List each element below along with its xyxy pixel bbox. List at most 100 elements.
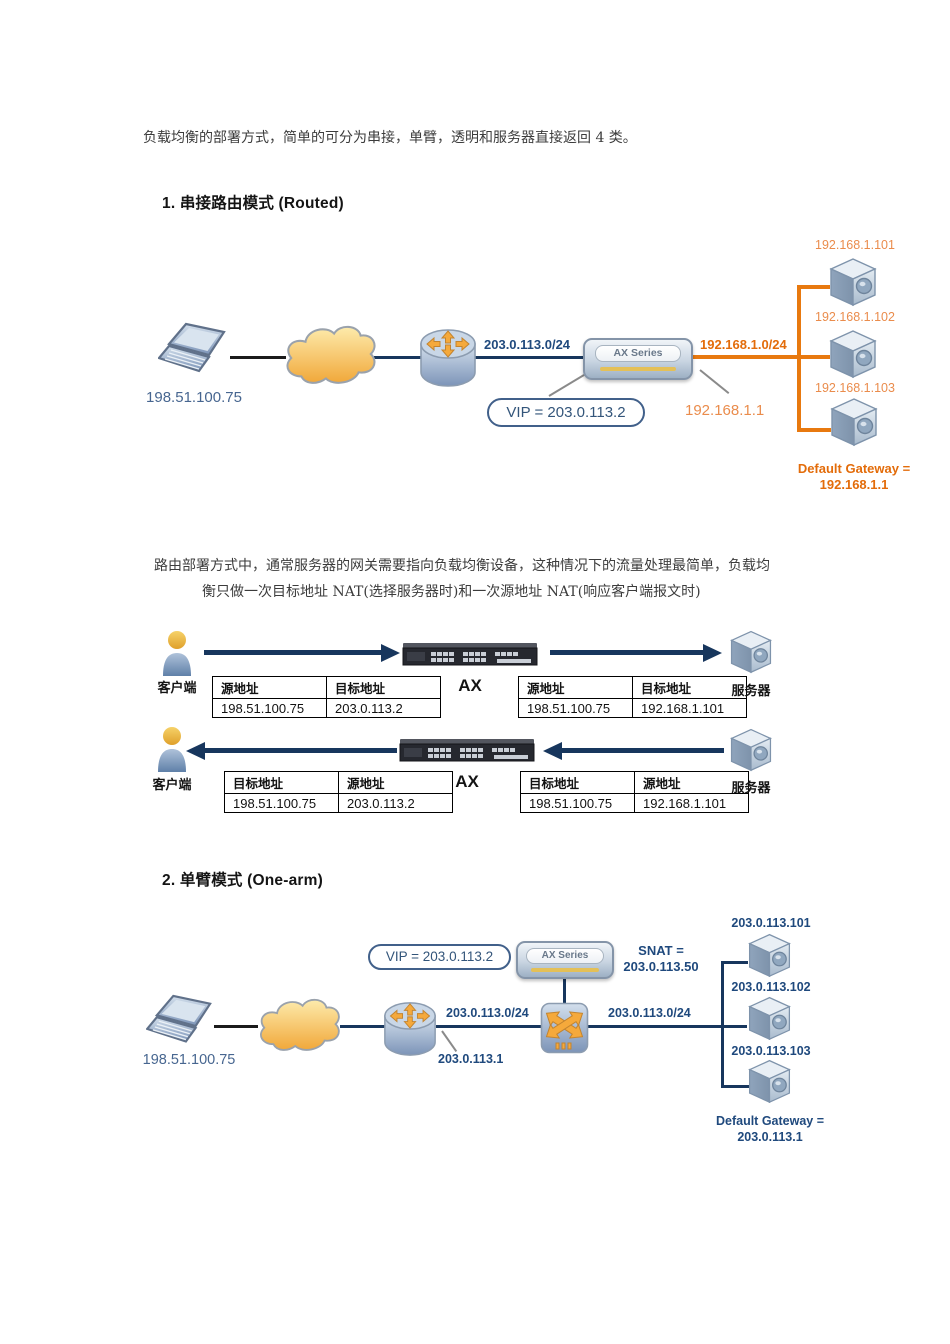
response-right-table: 目标地址 源地址 198.51.100.75 192.168.1.101 (520, 771, 749, 813)
routed-paragraph-line1: 路由部署方式中，通常服务器的网关需要指向负载均衡设备，这种情况下的流量处理最简单… (154, 558, 770, 574)
ax-series-label: AX Series (594, 345, 682, 362)
ax-rack-switch-icon (399, 739, 535, 762)
server1-icon (748, 933, 791, 978)
stub-server1 (797, 285, 830, 289)
server1-ip-label: 192.168.1.101 (815, 238, 895, 252)
intro-paragraph: 负载均衡的部署方式，简单的可分为串接，单臂，透明和服务器直接返回 4 类。 (143, 130, 637, 146)
ax-rack-switch-icon (402, 643, 538, 666)
request-right-table: 源地址 目标地址 198.51.100.75 192.168.1.101 (518, 676, 747, 718)
vip-callout: VIP = 203.0.113.2 (487, 398, 645, 427)
ax-device-label: AX (458, 676, 482, 695)
vip-pointer-line (548, 372, 587, 397)
server-role-label: 服务器 (731, 780, 771, 795)
link-switch-servers (587, 1025, 747, 1028)
router-icon (384, 1002, 436, 1056)
table-value-cell: 198.51.100.75 (212, 698, 327, 718)
ax-series-label: AX Series (526, 948, 604, 964)
routed-default-gateway-line1: Default Gateway = (797, 461, 911, 476)
link-ax-switch (563, 979, 566, 1006)
server1-ip-label: 203.0.113.101 (731, 916, 811, 930)
server-trunk-line (721, 961, 724, 1088)
link-router-ax (474, 356, 586, 359)
request-arrowhead-1 (381, 644, 400, 662)
response-arrowhead-1 (186, 742, 205, 760)
table-value-cell: 203.0.113.2 (326, 698, 441, 718)
stub-server3 (797, 428, 831, 432)
routed-left-subnet-label: 203.0.113.0/24 (484, 337, 571, 352)
routed-default-gateway-line2: 192.168.1.1 (819, 477, 889, 492)
gateway-pointer-line (699, 369, 730, 395)
routed-paragraph-line2: 衡只做一次目标地址 NAT(选择服务器时)和一次源地址 NAT(响应客户端报文时… (202, 584, 701, 600)
request-arrow-ax-server (550, 650, 704, 655)
switch-icon (540, 1002, 589, 1054)
ax-appliance-stripe (531, 968, 599, 972)
server2-icon (829, 330, 877, 379)
server2-icon (748, 996, 791, 1041)
stub-server3 (721, 1085, 749, 1088)
internet-cloud-icon (260, 998, 340, 1051)
routed-right-subnet-label: 192.168.1.0/24 (700, 337, 787, 352)
laptop-icon (158, 322, 226, 373)
table-header-cell: 源地址 (212, 676, 327, 699)
table-value-cell-highlight: 203.0.113.2 (338, 793, 453, 813)
link-router-switch (436, 1025, 542, 1028)
link-cloud-router (340, 1025, 388, 1028)
link-laptop-cloud (214, 1025, 258, 1028)
router-ip-label: 203.0.113.1 (438, 1052, 504, 1066)
table-value-cell: 198.51.100.75 (518, 698, 633, 718)
client-person-icon (158, 727, 186, 772)
link-laptop-cloud (230, 356, 286, 359)
link-cloud-router (374, 356, 424, 359)
table-value-cell: 198.51.100.75 (224, 793, 339, 813)
client-role-label: 客户端 (152, 777, 192, 792)
ax-device-label: AX (455, 772, 479, 791)
snat-label-line1: SNAT = (638, 943, 684, 958)
server3-icon (748, 1059, 791, 1104)
server2-ip-label: 192.168.1.102 (815, 310, 895, 324)
onearm-left-subnet-label: 203.0.113.0/24 (446, 1006, 529, 1020)
server-icon (730, 630, 772, 674)
request-arrowhead-2 (703, 644, 722, 662)
client-ip-label: 198.51.100.75 (146, 389, 242, 406)
internet-cloud-icon (286, 325, 376, 384)
table-header-cell: 目标地址 (224, 771, 339, 794)
table-value-cell-highlight: 192.168.1.101 (632, 698, 747, 718)
server1-icon (829, 258, 877, 307)
server2-ip-label: 203.0.113.102 (731, 980, 811, 994)
client-role-label: 客户端 (157, 680, 197, 695)
section2-heading: 2. 单臂模式 (One-arm) (162, 872, 324, 889)
section1-heading: 1. 串接路由模式 (Routed) (162, 195, 344, 212)
snat-label-line2: 203.0.113.50 (623, 959, 699, 974)
router-icon (420, 329, 476, 387)
onearm-default-gateway-line1: Default Gateway = (715, 1114, 825, 1128)
table-header-cell: 目标地址 (326, 676, 441, 699)
table-header-cell: 目标地址 (632, 676, 747, 699)
response-left-table: 目标地址 源地址 198.51.100.75 203.0.113.2 (224, 771, 453, 813)
table-header-cell: 源地址 (518, 676, 633, 699)
server-trunk-line (797, 286, 801, 432)
client-person-icon (163, 631, 191, 676)
response-arrow-ax-client (204, 748, 397, 753)
onearm-default-gateway-line2: 203.0.113.1 (737, 1130, 803, 1144)
link-ax-servers (692, 355, 830, 359)
laptop-icon (146, 994, 212, 1043)
server-icon (730, 728, 772, 772)
server-role-label: 服务器 (731, 683, 771, 698)
router-ip-pointer-line (441, 1030, 458, 1053)
request-arrow-client-ax (204, 650, 382, 655)
server3-ip-label: 203.0.113.103 (731, 1044, 811, 1058)
table-value-cell: 192.168.1.101 (634, 793, 749, 813)
table-header-cell: 目标地址 (520, 771, 635, 794)
stub-server1 (721, 961, 748, 964)
response-arrow-server-ax (561, 748, 724, 753)
onearm-right-subnet-label: 203.0.113.0/24 (608, 1006, 691, 1020)
response-arrowhead-2 (543, 742, 562, 760)
vip-callout: VIP = 203.0.113.2 (368, 944, 511, 970)
table-header-cell: 源地址 (338, 771, 453, 794)
ax-appliance-stripe (599, 367, 677, 371)
table-value-cell: 198.51.100.75 (520, 793, 635, 813)
server3-icon (830, 398, 878, 447)
ax-appliance: AX Series (583, 338, 693, 380)
request-left-table: 源地址 目标地址 198.51.100.75 203.0.113.2 (212, 676, 441, 718)
